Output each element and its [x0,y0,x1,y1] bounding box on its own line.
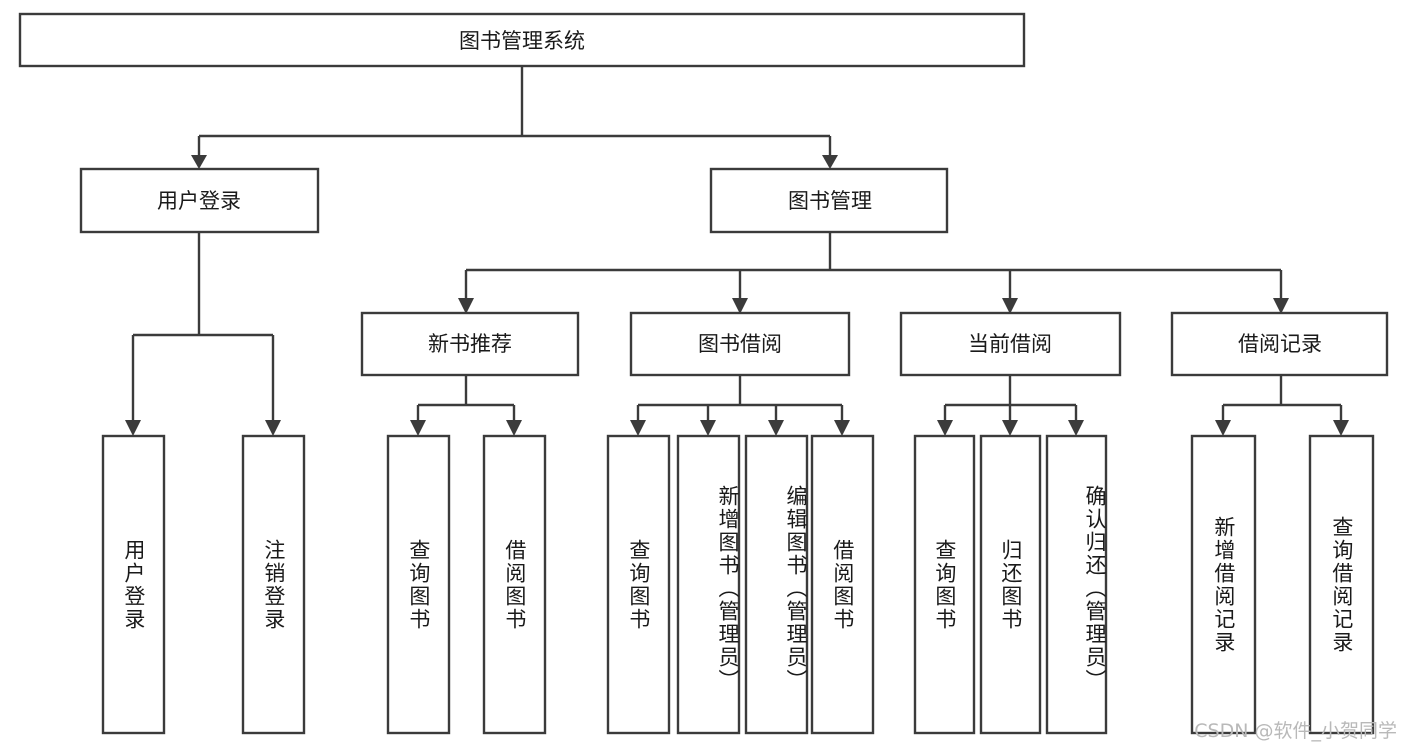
label-leaf-logout-login: 注销登录 [261,538,286,631]
arrowhead-leaf-confirm-return [1068,420,1084,436]
label-leaf-borrow-book-2: 借阅图书 [830,538,855,631]
label-leaf-add-record: 新增借阅记录 [1211,515,1236,654]
node-root[interactable] [18,12,1026,68]
node-leaf-add-book[interactable] [676,434,741,735]
label-leaf-query-book-1: 查询图书 [406,538,431,631]
node-leaf-query-book-3[interactable] [913,434,976,735]
node-layer [18,12,1389,735]
arrowhead-leaf-borrow-book-1 [506,420,522,436]
label-user-login: 用户登录 [157,189,241,213]
label-new-book-recommend: 新书推荐 [428,332,512,356]
arrowhead-new-book-recommend [458,298,474,314]
label-leaf-query-book-2: 查询图书 [626,538,651,631]
node-new-book-recommend[interactable] [360,311,580,377]
node-current-borrow[interactable] [899,311,1122,377]
label-leaf-user-login: 用户登录 [121,538,146,631]
label-leaf-query-record: 查询借阅记录 [1329,515,1354,654]
arrowhead-leaf-query-book-2 [630,420,646,436]
label-root: 图书管理系统 [459,29,585,53]
arrowhead-leaf-add-record [1215,420,1231,436]
node-leaf-edit-book[interactable] [744,434,809,735]
label-leaf-return-book: 归还图书 [998,538,1023,631]
node-leaf-borrow-book-1[interactable] [482,434,547,735]
node-book-borrow[interactable] [629,311,851,377]
arrowhead-leaf-edit-book [768,420,784,436]
label-leaf-add-book: 新增图书（管理员） [716,484,740,692]
arrowhead-leaf-borrow-book-2 [834,420,850,436]
label-leaf-query-book-3: 查询图书 [932,538,957,631]
arrowhead-book-manage [822,155,838,169]
label-leaf-confirm-return: 确认归还（管理员） [1083,484,1107,692]
label-book-manage: 图书管理 [788,189,872,213]
watermark-text: CSDN @软件_小贺同学 [1194,720,1397,742]
node-leaf-query-book-2[interactable] [606,434,671,735]
node-user-login[interactable] [79,167,320,234]
label-leaf-borrow-book-1: 借阅图书 [502,538,527,631]
arrowhead-leaf-query-book-3 [937,420,953,436]
node-book-manage[interactable] [709,167,949,234]
node-leaf-logout-login[interactable] [241,434,306,735]
arrowhead-user-login [191,155,207,169]
arrowhead-leaf-return-book [1002,420,1018,436]
node-leaf-query-book-1[interactable] [386,434,451,735]
connector-layer [125,66,1349,436]
label-borrow-record: 借阅记录 [1238,332,1322,356]
arrowhead-current-borrow [1002,298,1018,314]
node-leaf-confirm-return[interactable] [1045,434,1108,735]
arrowhead-leaf-query-record [1333,420,1349,436]
node-borrow-record[interactable] [1170,311,1389,377]
node-leaf-borrow-book-2[interactable] [810,434,875,735]
node-leaf-return-book[interactable] [979,434,1042,735]
arrowhead-leaf-logout-login [265,420,281,436]
arrowhead-book-borrow [732,298,748,314]
node-leaf-add-record[interactable] [1190,434,1257,735]
node-leaf-query-record[interactable] [1308,434,1375,735]
arrowhead-leaf-user-login [125,420,141,436]
arrowhead-leaf-query-book-1 [410,420,426,436]
label-layer: 图书管理系统 用户登录 图书管理 新书推荐 图书借阅 当前借阅 借阅记录 [157,29,1322,356]
label-book-borrow: 图书借阅 [698,332,782,356]
node-leaf-user-login[interactable] [101,434,166,735]
label-leaf-edit-book: 编辑图书（管理员） [784,484,808,692]
arrowhead-borrow-record [1273,298,1289,314]
arrowhead-leaf-add-book [700,420,716,436]
label-current-borrow: 当前借阅 [968,332,1052,356]
